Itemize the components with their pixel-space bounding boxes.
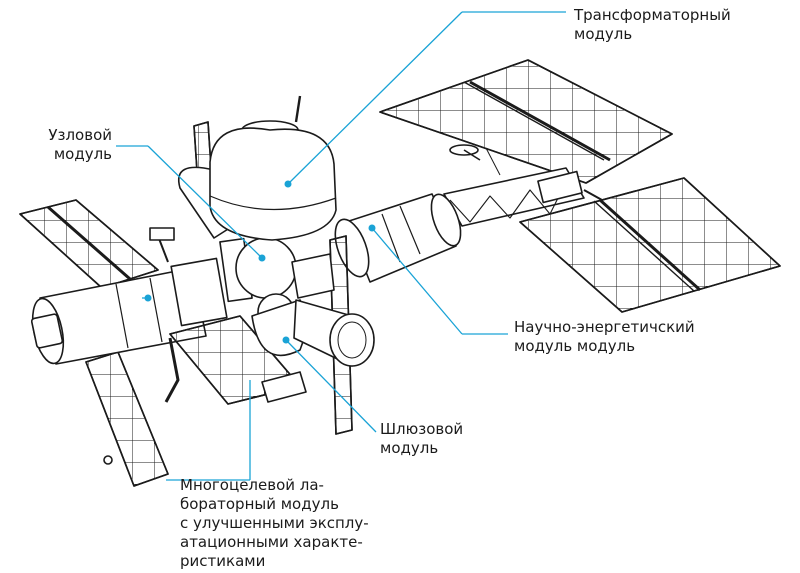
lower-right-solar-array bbox=[519, 177, 781, 313]
leader-dot-transformer bbox=[284, 180, 292, 188]
leader-dot-node bbox=[258, 254, 266, 262]
leader-line-airlock bbox=[285, 339, 377, 433]
multipurpose-lab-module-body bbox=[30, 227, 228, 403]
transformer-module-body bbox=[209, 95, 337, 241]
label-airlock-module: Шлюзовой модуль bbox=[380, 420, 464, 457]
leader-dot-lab bbox=[144, 294, 152, 302]
airlock-module-body bbox=[293, 299, 375, 367]
label-science-power-module: Научно-энергетичский модуль модуль bbox=[514, 318, 695, 355]
upper-right-solar-array bbox=[379, 59, 673, 184]
science-power-module-body bbox=[334, 193, 462, 283]
label-node-module: Узловой модуль bbox=[48, 126, 112, 163]
label-multipurpose-lab-module: Многоцелевой ла- бораторный модуль с улу… bbox=[180, 476, 369, 570]
label-transformer-module: Трансформаторный модуль bbox=[574, 6, 731, 43]
lab-attached-solar-array bbox=[169, 315, 307, 405]
leader-lines bbox=[116, 11, 566, 481]
leader-dot-airlock bbox=[282, 336, 290, 344]
truss-structure bbox=[443, 144, 603, 227]
left-solar-array bbox=[19, 199, 159, 289]
leader-dot-science bbox=[368, 224, 376, 232]
lower-left-solar-array bbox=[85, 351, 169, 487]
